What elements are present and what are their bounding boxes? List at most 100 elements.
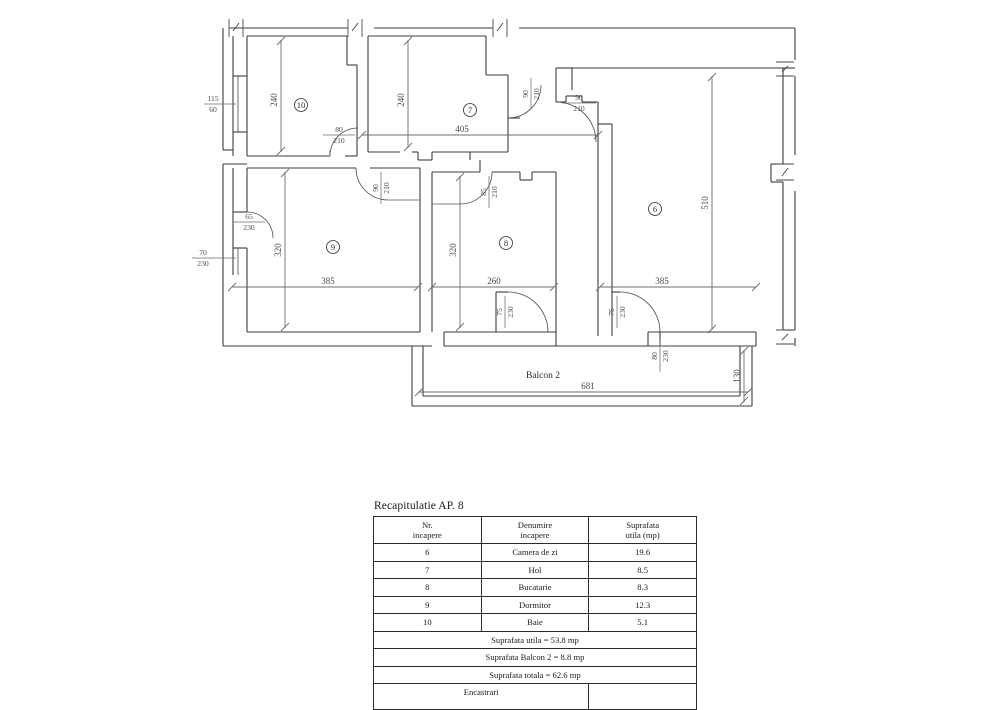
cell-area: 19.6	[588, 543, 697, 562]
cell-area: 5.1	[588, 613, 697, 632]
opening-height-label: 210	[333, 136, 345, 145]
opening-width-label: 90	[575, 93, 583, 102]
opening-width-label: 80	[650, 352, 659, 360]
door-80-210: 80 210	[323, 125, 359, 157]
dimension-balcony-width: 681	[414, 381, 753, 397]
opening-height-label: 230	[506, 306, 515, 318]
summary-row: Suprafata Balcon 2 = 8.8 mp	[373, 648, 697, 667]
table-row: 8 Bucatarie 8.3	[373, 578, 697, 597]
balcony-label: Balcon 2	[526, 371, 560, 381]
floor-plan-drawing: 115 60 240 10 80 210 240	[192, 19, 796, 407]
room-number-label: 10	[297, 100, 306, 110]
cell-nr: 10	[373, 613, 482, 632]
dimension-room9-width: 385	[227, 276, 423, 292]
cell-area: 8.3	[588, 578, 697, 597]
dimension-label: 240	[269, 93, 279, 107]
recap-table: Nr. incapere Denumire incapere Suprafata…	[372, 516, 697, 710]
door-90-210-a: 90 210	[507, 78, 542, 119]
dimension-room10-height: 240	[269, 36, 286, 156]
cell-area: 8.5	[588, 560, 697, 579]
dimension-label: 320	[448, 243, 458, 257]
summary-balcon: Suprafata Balcon 2 = 8.8 mp	[373, 648, 697, 667]
dimension-room7-height: 240	[396, 36, 413, 152]
opening-width-label: 90	[371, 184, 380, 192]
door-85-210: 85 210	[432, 171, 499, 208]
table-row: 6 Camera de zi 19.6	[373, 543, 697, 562]
room-number-8: 8	[499, 236, 513, 250]
break-symbol-top-1	[228, 19, 244, 37]
cell-area: 12.3	[588, 595, 697, 614]
room-number-6: 6	[648, 202, 662, 216]
opening-height-label: 230	[197, 259, 209, 268]
opening-width-label: 65	[245, 212, 253, 221]
room-number-7: 7	[463, 103, 477, 117]
window-115-60: 115 60	[204, 94, 236, 114]
header-area-line1: Suprafata	[626, 519, 660, 530]
dimension-room9-height: 320	[273, 168, 290, 332]
dimension-label: 385	[321, 276, 335, 286]
opening-height-label: 230	[618, 306, 627, 318]
cell-nr: 6	[373, 543, 482, 562]
door-90-210-b: 90 210	[555, 93, 597, 143]
header-nr-line2: incapere	[412, 530, 442, 540]
break-symbol-right-1	[776, 61, 794, 77]
header-name: Denumire incapere	[480, 516, 590, 544]
cell-nr: 9	[373, 595, 482, 614]
summary-row: Suprafata utila = 53.8 mp	[373, 630, 697, 649]
opening-height-label: 60	[209, 105, 217, 114]
dimension-room8-height: 320	[448, 172, 465, 332]
recap-title: Recapitulatie AP. 8	[374, 500, 464, 512]
recapitulation-section: Recapitulatie AP. 8 Nr. incapere Denumir…	[372, 500, 697, 710]
encastrari-label: Encastrari	[372, 683, 590, 710]
header-name-line1: Denumire	[517, 519, 553, 530]
break-symbol-right-3	[776, 329, 794, 345]
cell-name: Hol	[480, 560, 590, 579]
summary-totala: Suprafata totala = 62.6 mp	[373, 665, 697, 684]
opening-width-label: 75	[495, 308, 504, 316]
cell-nr: 7	[373, 560, 482, 579]
room-number-label: 8	[504, 238, 508, 248]
opening-height-label: 230	[243, 223, 255, 232]
break-symbol-top-3	[492, 19, 508, 37]
door-80-230: 80 230	[650, 340, 670, 372]
opening-width-label: 80	[335, 125, 343, 134]
opening-width-label: 85	[479, 188, 488, 196]
encastrari-value	[588, 683, 697, 710]
header-area: Suprafata utila (mp)	[588, 516, 697, 544]
dimension-label: 385	[655, 276, 669, 286]
break-symbol-right-2	[776, 163, 794, 181]
cell-name: Dormitor	[480, 595, 590, 614]
cell-name: Camera de zi	[480, 543, 590, 562]
dimension-label: 260	[487, 276, 501, 286]
room-number-9: 9	[326, 240, 340, 254]
table-row: 7 Hol 8.5	[373, 560, 697, 579]
cell-name: Bucatarie	[480, 578, 590, 597]
dimension-label: 320	[273, 243, 283, 257]
room-number-label: 7	[468, 105, 472, 115]
dimension-room8-width: 260	[427, 276, 559, 292]
break-symbol-top-2	[347, 19, 363, 37]
opening-height-label: 230	[661, 350, 670, 362]
opening-width-label: 70	[199, 248, 207, 257]
header-nr: Nr. incapere	[373, 516, 482, 544]
dimension-room6-height: 510	[700, 72, 717, 334]
dimension-balcony-depth: 130	[732, 346, 749, 406]
header-area-line2: utila (mp)	[625, 530, 660, 540]
opening-width-label: 115	[207, 94, 218, 103]
door-90-210-c: 90 210	[355, 167, 420, 204]
dimension-label: 240	[396, 93, 406, 107]
dimension-label: 130	[732, 369, 742, 383]
summary-utila: Suprafata utila = 53.8 mp	[373, 630, 697, 649]
cell-nr: 8	[373, 578, 482, 597]
dimension-room7-width: 405	[357, 124, 603, 140]
dimension-label: 510	[700, 196, 710, 210]
opening-width-label: 90	[521, 90, 530, 98]
summary-row: Suprafata totala = 62.6 mp	[373, 665, 697, 684]
opening-height-label: 210	[490, 186, 499, 198]
door-65-230: 65 230	[233, 211, 274, 239]
room-number-label: 9	[331, 242, 335, 252]
table-header-row: Nr. incapere Denumire incapere Suprafata…	[373, 516, 697, 544]
cell-name: Baie	[480, 613, 590, 632]
encastrari-row: Encastrari	[372, 683, 697, 710]
table-row: 9 Dormitor 12.3	[373, 595, 697, 614]
